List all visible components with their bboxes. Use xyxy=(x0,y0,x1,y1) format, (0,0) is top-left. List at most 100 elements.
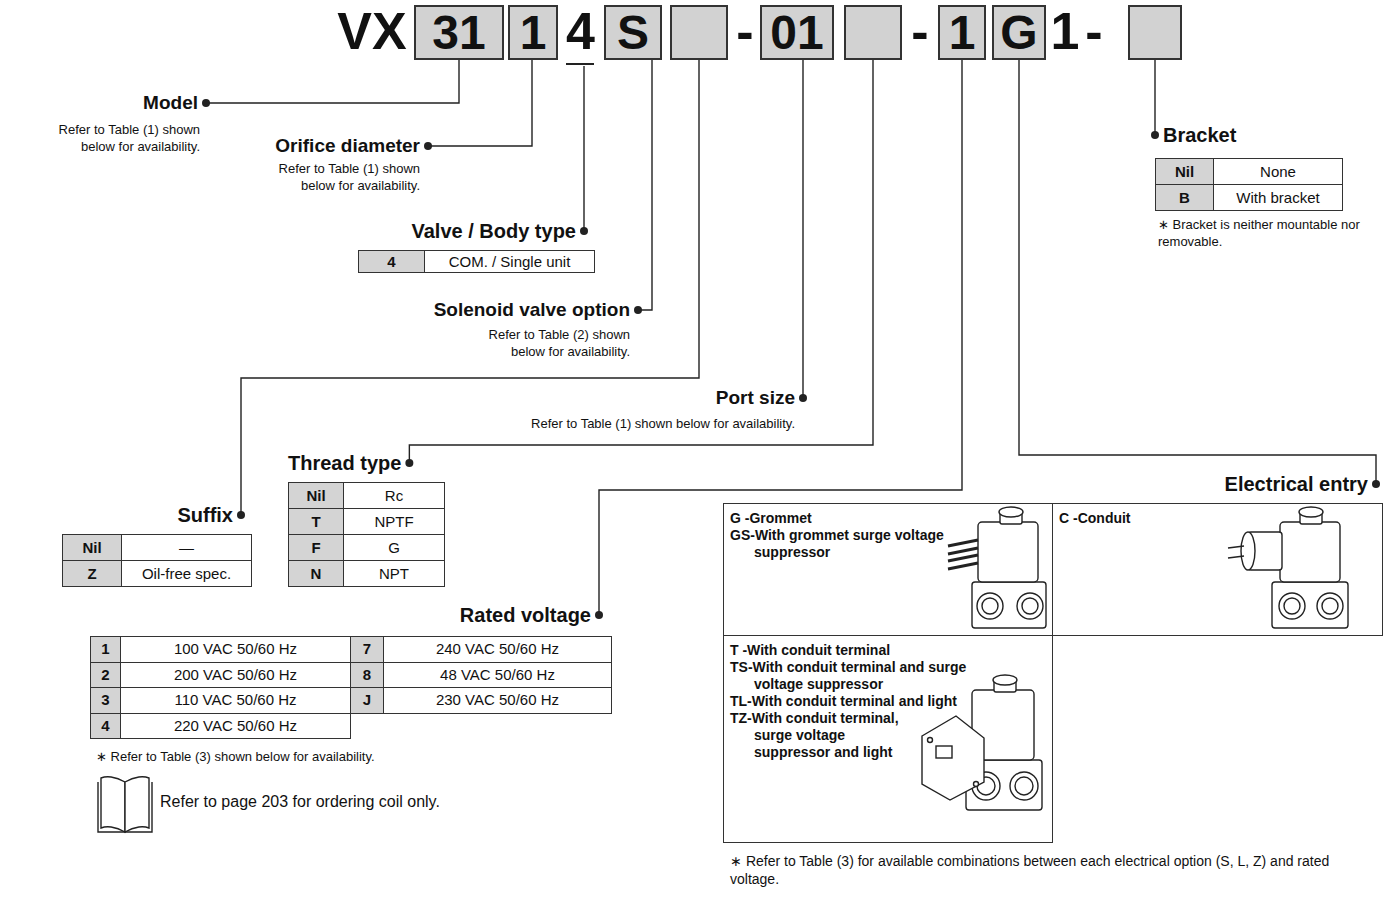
leader-connector xyxy=(1019,60,1376,484)
code-box xyxy=(844,5,902,60)
code-cell: Nil xyxy=(288,482,344,509)
code-digit: 1 xyxy=(1050,3,1080,59)
value-cell: 100 VAC 50/60 Hz xyxy=(120,636,351,663)
value-cell: 220 VAC 50/60 Hz xyxy=(120,713,351,740)
value-cell: G xyxy=(343,534,445,561)
code-box: 01 xyxy=(760,5,834,60)
value-cell: None xyxy=(1213,158,1343,185)
value-cell: 48 VAC 50/60 Hz xyxy=(383,662,612,689)
code-cell: 8 xyxy=(350,662,384,689)
panel-heading: Electrical entry xyxy=(1225,473,1368,495)
leader-line xyxy=(638,60,652,310)
code-value: 1 xyxy=(940,7,984,58)
code-value: G xyxy=(994,7,1044,58)
entry-option: TS-With conduit terminal and surge volta… xyxy=(730,659,984,693)
leader-connector xyxy=(241,60,699,515)
option-table: BracketNilNoneBWith bracket xyxy=(1155,158,1342,210)
code-box: 1 xyxy=(938,5,986,60)
code-value: 1 xyxy=(510,7,556,58)
entry-option: TZ-With conduit terminal, surge voltage … xyxy=(730,710,919,761)
value-cell: COM. / Single unit xyxy=(424,250,595,273)
leader-dot xyxy=(1372,480,1380,488)
code-cell: J xyxy=(350,687,384,714)
leader-line xyxy=(583,66,584,231)
field-note: Refer to Table (1) shown below for avail… xyxy=(30,121,200,155)
code-dash: - xyxy=(732,3,758,59)
value-cell: — xyxy=(121,534,252,561)
option-table: Rated voltage1100 VAC 50/60 Hz7240 VAC 5… xyxy=(90,636,611,738)
field-note: Refer to Table (1) shown below for avail… xyxy=(395,415,795,432)
leader-dot xyxy=(634,306,642,314)
table-heading: Bracket xyxy=(1163,124,1236,146)
leader-dot xyxy=(799,394,807,402)
code-cell: B xyxy=(1155,184,1214,211)
entry-cell: T -With conduit terminalTS-With conduit … xyxy=(723,635,1053,843)
entry-option: GS-With grommet surge voltage suppressor xyxy=(730,527,974,561)
value-cell: Rc xyxy=(343,482,445,509)
leader-line xyxy=(802,60,803,398)
value-cell: With bracket xyxy=(1213,184,1343,211)
code-box: G xyxy=(992,5,1046,60)
value-cell: 110 VAC 50/60 Hz xyxy=(120,687,351,714)
leader-line xyxy=(206,60,459,103)
code-box xyxy=(670,5,728,60)
footnote: ∗ Refer to Table (3) for available combi… xyxy=(730,852,1375,888)
code-box: S xyxy=(604,5,662,60)
leader-line xyxy=(428,60,532,146)
entry-option: C -Conduit xyxy=(1059,510,1283,527)
field-note: Refer to Table (1) shown below for avail… xyxy=(250,160,420,194)
code-cell: 1 xyxy=(90,636,121,663)
leader-dots xyxy=(202,99,807,402)
code-cell: F xyxy=(288,534,344,561)
code-box: 1 xyxy=(508,5,558,60)
code-cell: 2 xyxy=(90,662,121,689)
footnote: ∗ Refer to Table (3) shown below for ava… xyxy=(96,748,516,765)
value-cell: Oil-free spec. xyxy=(121,560,252,587)
code-cell: N xyxy=(288,560,344,587)
code-cell: 3 xyxy=(90,687,121,714)
entry-option: T -With conduit terminal xyxy=(730,642,984,659)
footnote: ∗ Bracket is neither mountable nor remov… xyxy=(1158,216,1373,250)
value-cell: 230 VAC 50/60 Hz xyxy=(383,687,612,714)
code-dash: - xyxy=(1080,3,1108,59)
reference-note: Refer to page 203 for ordering coil only… xyxy=(160,792,580,812)
table-heading: Valve / Body type xyxy=(411,220,576,242)
book-icon xyxy=(98,777,152,832)
code-cell: 4 xyxy=(90,713,121,740)
code-box xyxy=(1128,5,1182,60)
leader-connector xyxy=(1154,60,1155,135)
code-cell: T xyxy=(288,508,344,535)
leader-dot xyxy=(237,511,245,519)
grommet-valve-figure xyxy=(948,507,1046,628)
table-heading: Thread type xyxy=(288,452,401,474)
conduit-valve-figure xyxy=(1228,507,1348,628)
entry-option: G -Grommet xyxy=(730,510,979,527)
field-note: Refer to Table (2) shown below for avail… xyxy=(460,326,630,360)
leader-connector xyxy=(409,60,873,463)
table-heading: Rated voltage xyxy=(460,604,591,626)
code-digit: 4 xyxy=(566,3,594,59)
leader-dot xyxy=(405,459,413,467)
leader-dot xyxy=(202,99,210,107)
leader-lines xyxy=(206,60,803,398)
underline xyxy=(566,63,594,65)
leader-dot xyxy=(580,227,588,235)
code-value: 01 xyxy=(762,7,832,58)
value-cell: 200 VAC 50/60 Hz xyxy=(120,662,351,689)
code-cell: 4 xyxy=(358,250,425,273)
option-table: SuffixNil—ZOil-free spec. xyxy=(62,534,251,586)
value-cell: NPTF xyxy=(343,508,445,535)
code-value: S xyxy=(606,7,660,58)
entry-cell: G -GrommetGS-With grommet surge voltage … xyxy=(723,503,1053,636)
entry-panel: Electrical entryG -GrommetGS-With gromme… xyxy=(723,503,1383,843)
code-cell: Nil xyxy=(1155,158,1214,185)
field-heading: Port size xyxy=(675,387,795,409)
value-cell: 240 VAC 50/60 Hz xyxy=(383,636,612,663)
value-cell: NPT xyxy=(343,560,445,587)
leader-dot xyxy=(1151,131,1159,139)
option-table: Valve / Body type4COM. / Single unit xyxy=(358,250,594,272)
code-cell: 7 xyxy=(350,636,384,663)
code-value: 31 xyxy=(416,7,502,58)
leader-dot xyxy=(424,142,432,150)
